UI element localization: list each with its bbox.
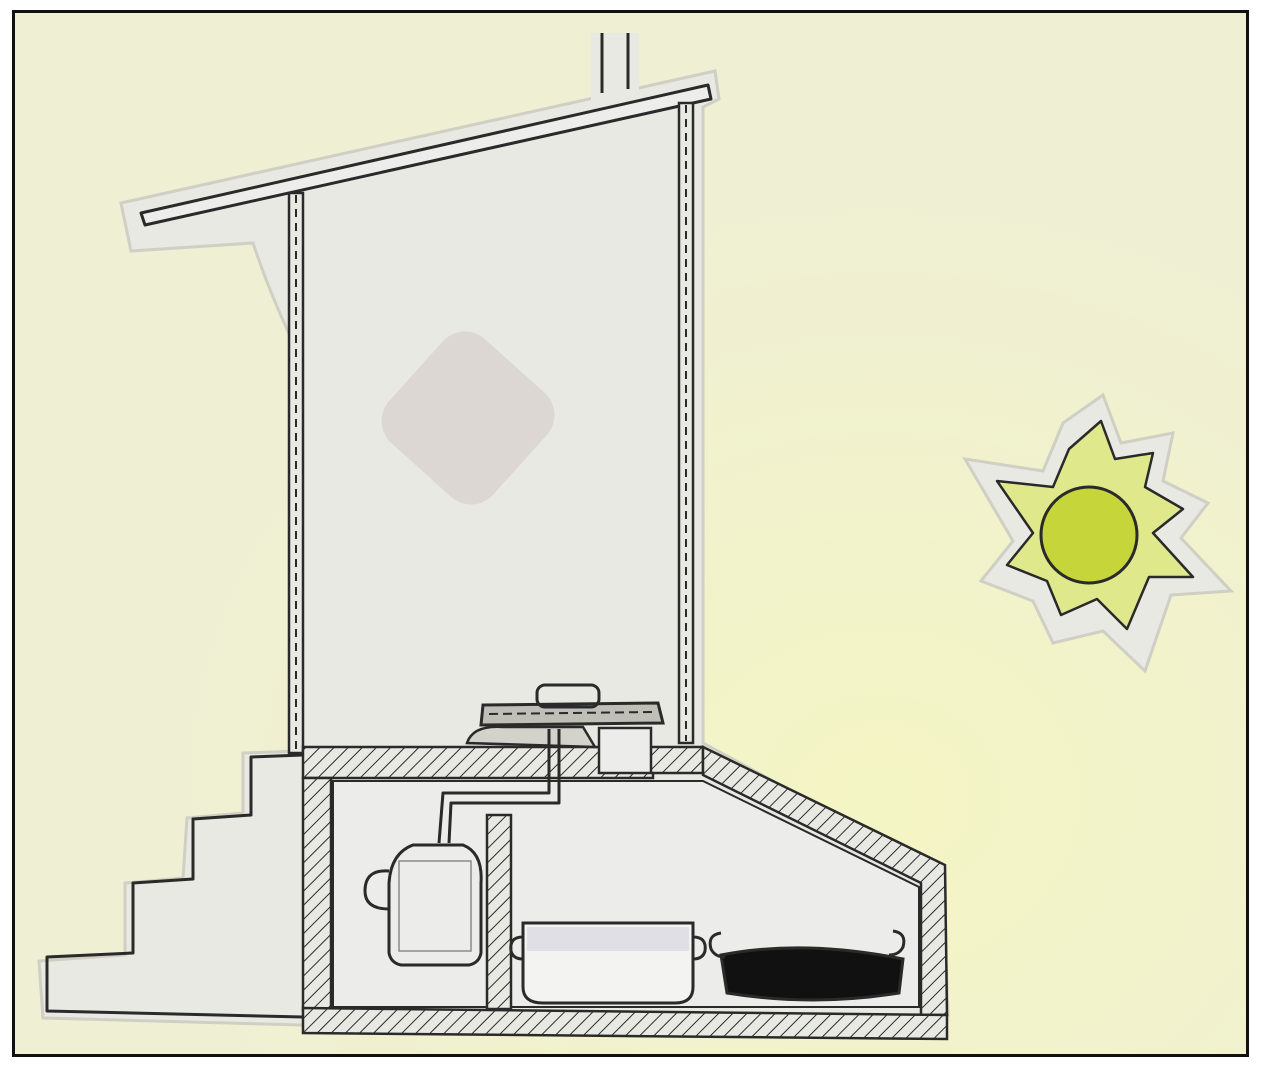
front-wall — [289, 193, 303, 753]
composting-toilet-illustration — [15, 13, 1249, 1057]
empty-pot — [511, 923, 706, 1003]
illustration-frame — [12, 10, 1249, 1057]
back-wall — [679, 103, 693, 743]
divider-wall — [487, 815, 511, 1009]
